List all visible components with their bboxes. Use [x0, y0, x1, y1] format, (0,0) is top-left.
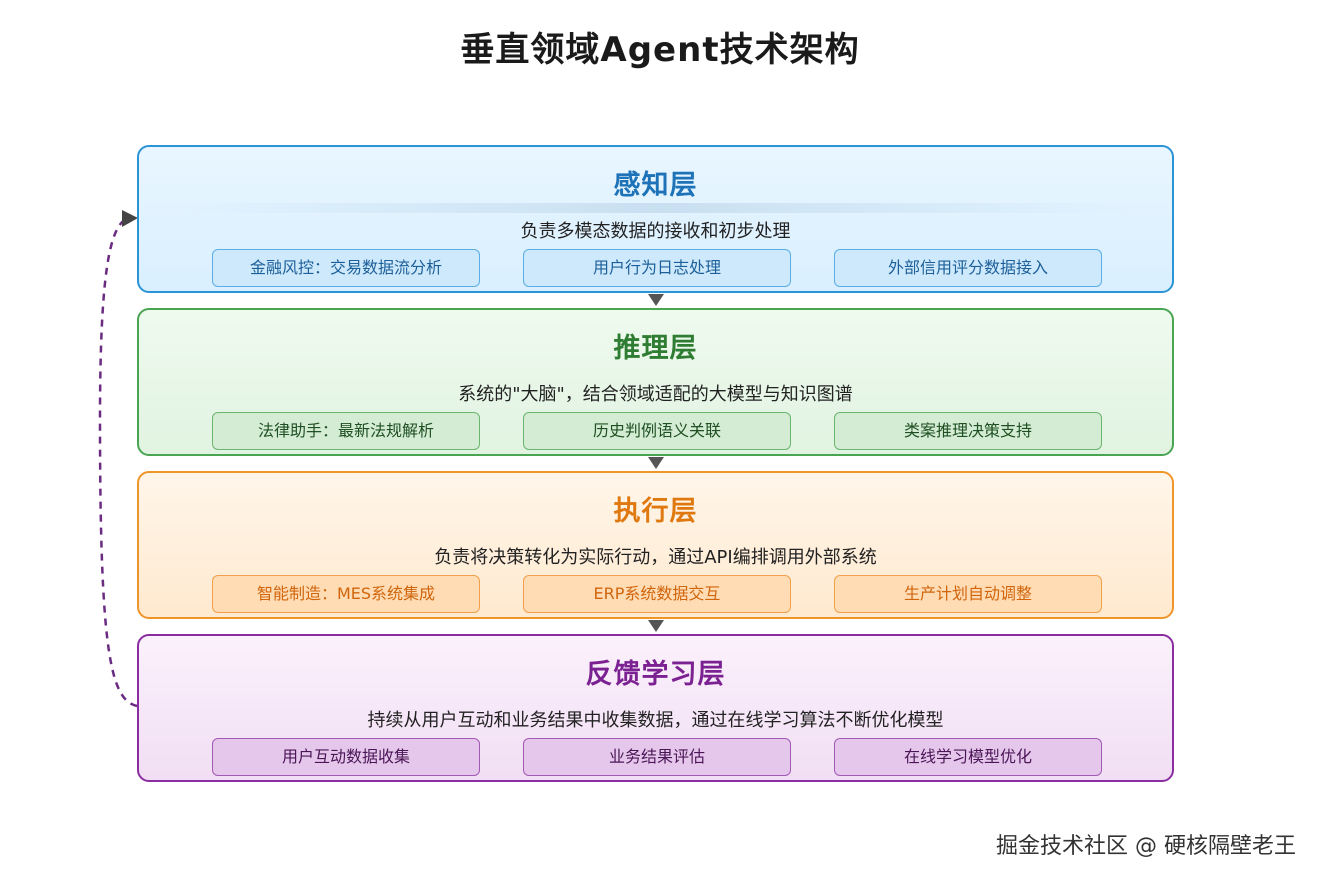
- reasoning-layer: 推理层 系统的"大脑"，结合领域适配的大模型与知识图谱 法律助手：最新法规解析 …: [137, 308, 1174, 456]
- layer-item: 金融风控：交易数据流分析: [212, 249, 480, 287]
- layer-item: 生产计划自动调整: [834, 575, 1102, 613]
- title-underline: [179, 203, 1139, 213]
- layer-item: ERP系统数据交互: [523, 575, 791, 613]
- layer-item: 智能制造：MES系统集成: [212, 575, 480, 613]
- layer-description: 系统的"大脑"，结合领域适配的大模型与知识图谱: [458, 384, 853, 405]
- layer-item: 在线学习模型优化: [834, 738, 1102, 776]
- feedback-learning-layer: 反馈学习层 持续从用户互动和业务结果中收集数据，通过在线学习算法不断优化模型 用…: [137, 634, 1174, 782]
- down-arrow: [648, 620, 664, 632]
- layer-description: 负责多模态数据的接收和初步处理: [520, 221, 791, 242]
- layer-item: 法律助手：最新法规解析: [212, 412, 480, 450]
- layer-description: 负责将决策转化为实际行动，通过API编排调用外部系统: [434, 547, 877, 568]
- watermark: 掘金技术社区 @ 硬核隔壁老王: [996, 834, 1296, 859]
- down-arrow: [648, 457, 664, 469]
- layer-description: 持续从用户互动和业务结果中收集数据，通过在线学习算法不断优化模型: [367, 710, 944, 731]
- layer-item: 外部信用评分数据接入: [834, 249, 1102, 287]
- layer-title: 反馈学习层: [585, 659, 726, 690]
- layer-title: 推理层: [613, 333, 698, 364]
- execution-layer: 执行层 负责将决策转化为实际行动，通过API编排调用外部系统 智能制造：MES系…: [137, 471, 1174, 619]
- layer-title: 执行层: [613, 496, 698, 527]
- layer-title: 感知层: [613, 170, 698, 201]
- layer-item: 业务结果评估: [523, 738, 791, 776]
- diagram-title: 垂直领域Agent技术架构: [460, 30, 860, 70]
- layer-item: 用户互动数据收集: [212, 738, 480, 776]
- layer-item: 历史判例语义关联: [523, 412, 791, 450]
- layer-item: 类案推理决策支持: [834, 412, 1102, 450]
- down-arrow: [648, 294, 664, 306]
- perception-layer: 感知层 负责多模态数据的接收和初步处理 金融风控：交易数据流分析 用户行为日志处…: [137, 145, 1174, 293]
- layer-item: 用户行为日志处理: [523, 249, 791, 287]
